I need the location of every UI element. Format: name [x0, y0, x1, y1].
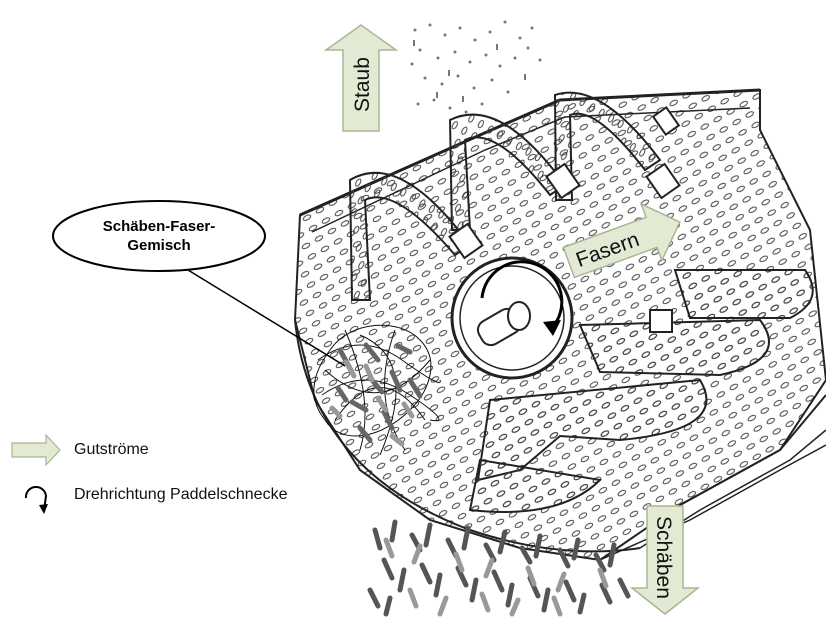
legend-rotation-arrow-icon — [26, 487, 48, 514]
legend-flow-label: Gutströme — [74, 441, 149, 459]
callout-line-1: Schäben-Faser- — [103, 218, 216, 235]
dust-flow-arrow: Staub — [326, 25, 396, 131]
shive-flow-label: Schäben — [652, 516, 675, 599]
legend-flow-arrow-icon — [12, 435, 60, 465]
dust-particles — [411, 21, 542, 114]
legend-rotation-label: Drehrichtung Paddelschnecke — [74, 486, 287, 504]
dust-flow-label: Staub — [351, 57, 374, 112]
callout-line-2: Gemisch — [127, 237, 190, 254]
